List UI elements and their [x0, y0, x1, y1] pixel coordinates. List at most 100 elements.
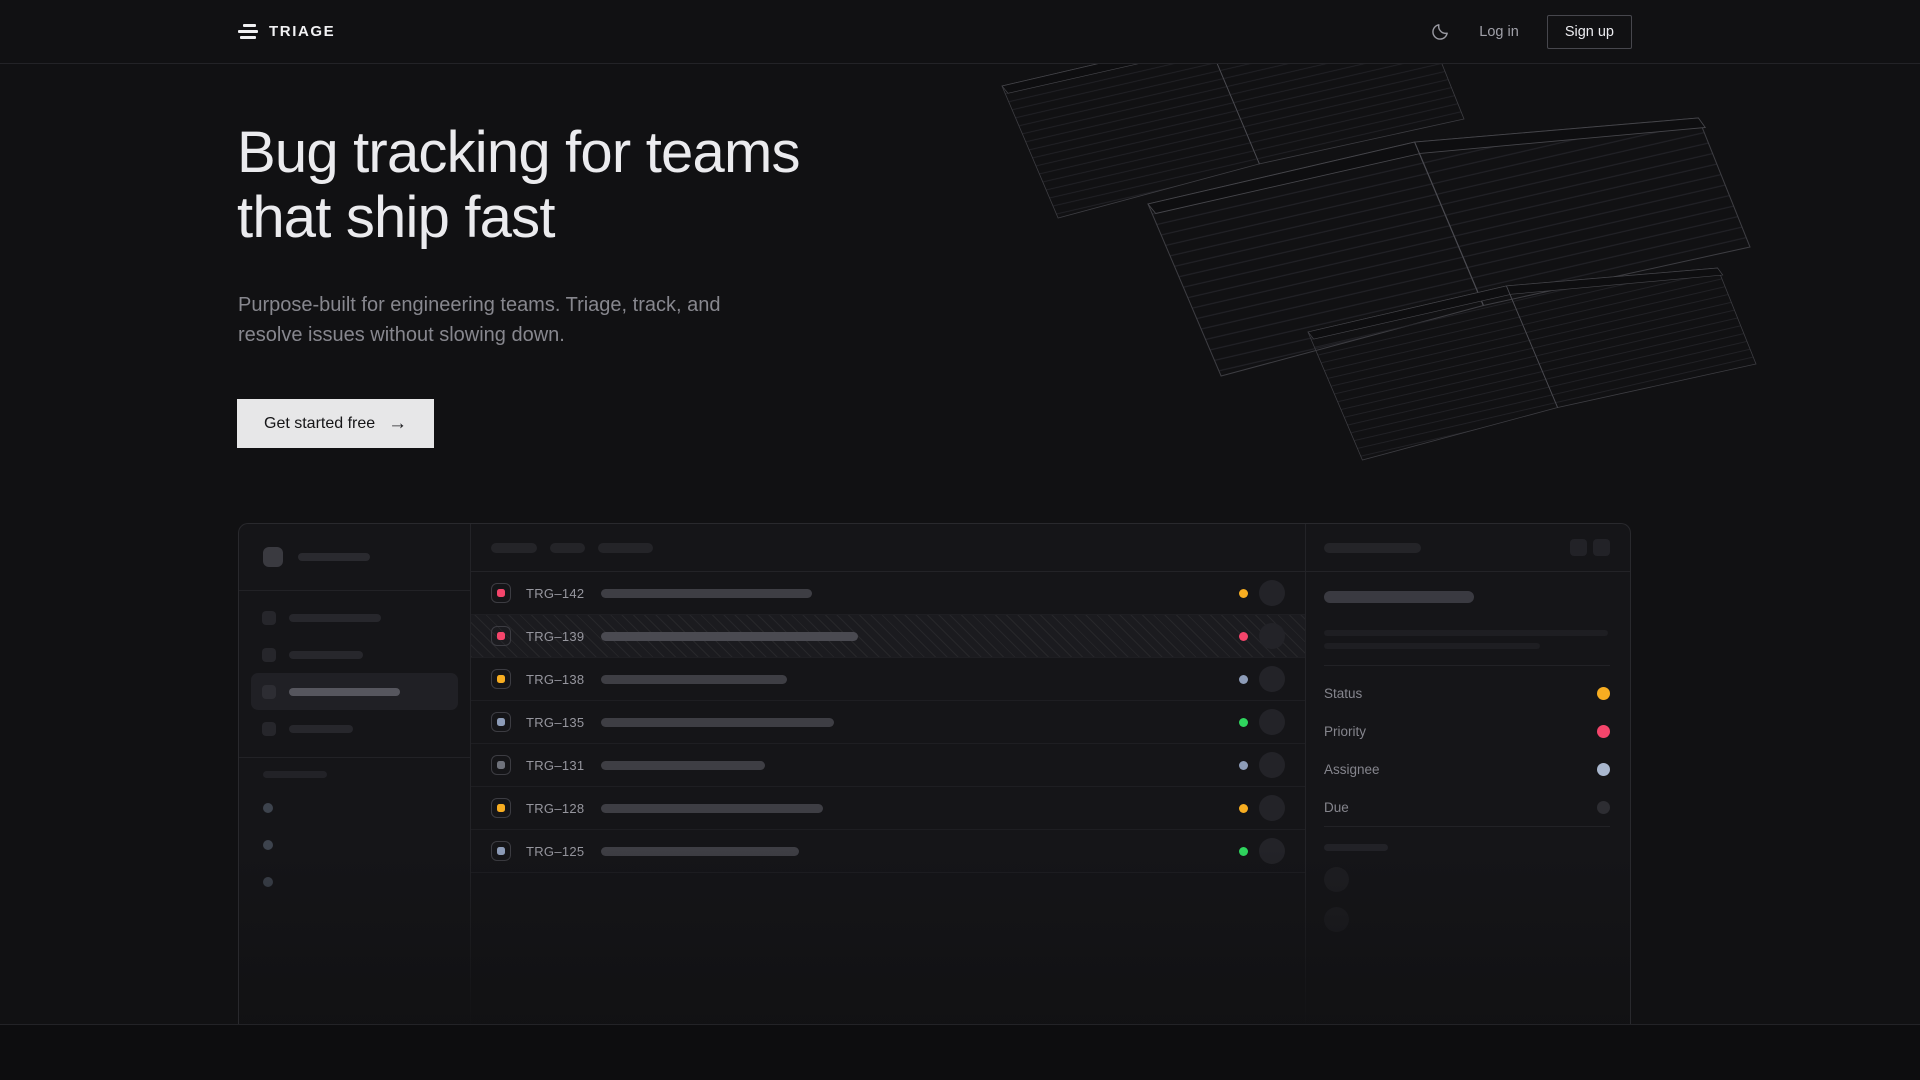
detail-actions — [1570, 539, 1610, 556]
field-value-dot — [1597, 686, 1610, 700]
description-skeleton — [1324, 643, 1540, 649]
nav-item-icon — [262, 647, 276, 662]
nav-item-skeleton — [289, 613, 381, 622]
description-skeleton — [1324, 630, 1608, 636]
get-started-label: Get started free — [264, 414, 376, 432]
detail-field: Status — [1324, 674, 1610, 712]
filter-skeleton — [491, 542, 537, 553]
issue-type-icon — [491, 669, 511, 689]
detail-divider — [1324, 665, 1610, 666]
issue-title-skeleton — [601, 760, 765, 770]
status-dot — [1239, 631, 1248, 641]
issue-type-icon — [491, 755, 511, 775]
section-item-dot — [263, 803, 273, 813]
nav-item-icon — [262, 610, 276, 625]
section-item-dot — [263, 877, 273, 887]
issue-type-icon — [491, 712, 511, 732]
field-value-dot — [1597, 724, 1610, 738]
status-dot — [1239, 846, 1248, 856]
issue-title-skeleton — [601, 674, 787, 684]
issue-id: TRG–142 — [526, 585, 585, 601]
sidebar-nav-item — [251, 636, 458, 673]
status-dot — [1239, 588, 1248, 598]
nav-actions: Log in Sign up — [1429, 14, 1632, 49]
issue-list-header — [471, 524, 1305, 572]
moon-icon — [1432, 23, 1449, 40]
arrow-right-icon: → — [388, 413, 408, 434]
comment-avatar — [1324, 907, 1349, 932]
mockup-sidebar — [239, 524, 471, 1024]
signup-button[interactable]: Sign up — [1546, 14, 1632, 49]
filter-skeleton — [550, 542, 585, 553]
issue-title-skeleton — [601, 631, 858, 641]
issue-type-icon — [491, 626, 511, 646]
issue-row: TRG–139 — [471, 615, 1305, 658]
issue-title-skeleton — [601, 588, 812, 598]
status-dot — [1239, 717, 1248, 727]
detail-field: Assignee — [1324, 750, 1610, 788]
next-section — [0, 1024, 1920, 1080]
issue-title-skeleton — [601, 717, 834, 727]
detail-title-skeleton — [1324, 542, 1421, 553]
brand-name: TRIAGE — [269, 23, 336, 40]
workspace-switcher — [239, 524, 470, 591]
detail-action-button — [1593, 539, 1610, 556]
top-nav: TRIAGE Log in Sign up — [0, 0, 1920, 64]
issue-id: TRG–128 — [526, 800, 585, 816]
field-label: Assignee — [1324, 761, 1380, 777]
assignee-avatar — [1259, 709, 1285, 735]
issue-id: TRG–138 — [526, 671, 585, 687]
comments-title-skeleton — [1324, 844, 1388, 851]
field-label: Status — [1324, 685, 1363, 701]
issue-id: TRG–135 — [526, 714, 585, 730]
get-started-button[interactable]: Get started free → — [237, 399, 435, 448]
issue-title-skeleton — [601, 846, 799, 856]
sidebar-nav-item — [251, 710, 458, 747]
detail-field: Due — [1324, 788, 1610, 826]
triage-logo-icon — [238, 24, 258, 39]
field-label: Priority — [1324, 723, 1367, 739]
assignee-avatar — [1259, 838, 1285, 864]
section-title-skeleton — [263, 771, 327, 778]
filter-skeleton — [598, 542, 653, 553]
theme-toggle[interactable] — [1429, 21, 1451, 43]
assignee-avatar — [1259, 752, 1285, 778]
assignee-avatar — [1259, 580, 1285, 606]
issue-type-icon — [491, 798, 511, 818]
nav-item-skeleton — [289, 650, 363, 659]
assignee-avatar — [1259, 666, 1285, 692]
sidebar-nav-item-active — [251, 673, 458, 710]
field-value-dot — [1597, 762, 1610, 776]
status-dot — [1239, 803, 1248, 813]
nav-item-icon — [262, 684, 276, 699]
issue-id: TRG–131 — [526, 757, 585, 773]
assignee-avatar — [1259, 623, 1285, 649]
nav-item-icon — [262, 721, 276, 736]
issue-title-skeleton — [601, 803, 823, 813]
field-value-dot — [1597, 800, 1610, 814]
detail-field: Priority — [1324, 712, 1610, 750]
login-link[interactable]: Log in — [1479, 23, 1519, 40]
issue-row: TRG–125 — [471, 830, 1305, 873]
sidebar-divider — [239, 757, 470, 758]
issue-row: TRG–142 — [471, 572, 1305, 615]
detail-header — [1306, 524, 1630, 572]
hero-heading-line1: Bug tracking for teams — [237, 120, 800, 185]
issue-type-icon — [491, 583, 511, 603]
nav-item-skeleton — [289, 687, 400, 696]
issue-type-icon — [491, 841, 511, 861]
status-dot — [1239, 674, 1248, 684]
issue-row: TRG–135 — [471, 701, 1305, 744]
brand[interactable]: TRIAGE — [238, 23, 335, 40]
workspace-name-skeleton — [298, 553, 370, 561]
issue-id: TRG–139 — [526, 628, 585, 644]
sidebar-nav — [239, 591, 470, 757]
